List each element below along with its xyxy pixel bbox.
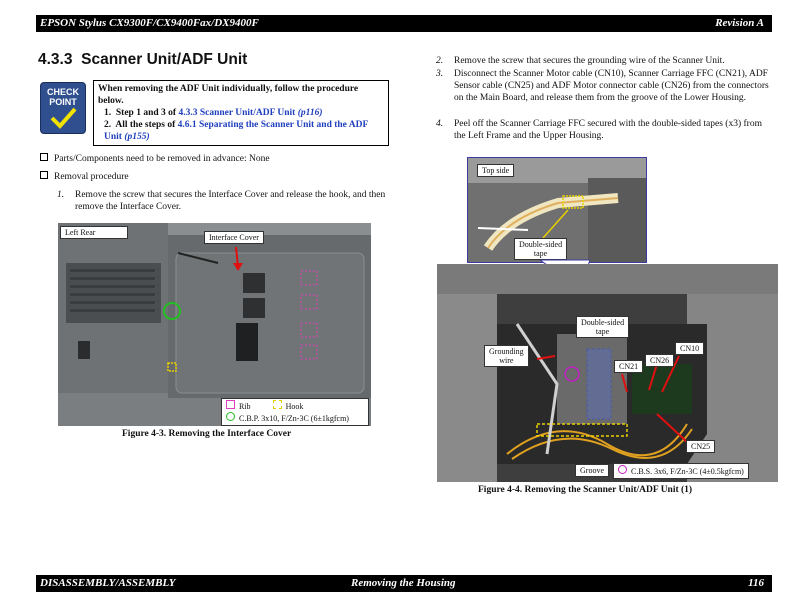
figure-4-4-caption: Figure 4-4. Removing the Scanner Unit/AD… [478, 485, 693, 495]
left-rear-label: Left Rear [60, 226, 128, 239]
link-separating-scanner[interactable]: 4.6.1 Separating the Scanner Unit and th… [104, 120, 368, 142]
section-name: Scanner Unit/ADF Unit [81, 51, 248, 68]
figure-4-4-inset-photo [467, 157, 647, 263]
groove-label: Groove [575, 464, 609, 477]
legend-screw: C.B.P. 3x10, F/Zn-3C (6±1kgfcm) [226, 412, 364, 424]
step-text: Peel off the Scanner Carriage FFC secure… [454, 119, 762, 141]
figure-4-4-legend: C.B.S. 3x6, F/Zn-3C (4±0.5kgfcm) [613, 463, 749, 479]
step-text: Remove the screw that secures the Interf… [75, 190, 386, 212]
figure-4-3-caption: Figure 4-3. Removing the Interface Cover [122, 429, 292, 439]
step-number: 2. [436, 56, 444, 66]
link-scanner-unit[interactable]: 4.3.3 Scanner Unit/ADF Unit [178, 108, 296, 118]
removal-title: Removal procedure [40, 171, 129, 183]
bullet-square-icon [40, 153, 48, 161]
page-footer: DISASSEMBLY/ASSEMBLY Removing the Housin… [36, 575, 772, 592]
step-number: 1. [57, 190, 65, 200]
figure-4-3-legend: Rib Hook C.B.P. 3x10, F/Zn-3C (6±1kgfcm) [221, 398, 369, 426]
legend-rib: Rib Hook [226, 400, 364, 412]
parts-line: Parts/Components need to be removed in a… [40, 153, 270, 165]
screw-swatch-icon [226, 412, 235, 421]
cn10-label: CN10 [675, 342, 705, 355]
footer-topic: Removing the Housing [351, 577, 456, 589]
cn26-label: CN26 [645, 354, 675, 367]
check-point-step: 1. Step 1 and 3 of 4.3.3 Scanner Unit/AD… [104, 108, 323, 118]
section-number: 4.3.3 [38, 51, 73, 68]
figure-4-3-photo [58, 223, 371, 426]
interface-cover-label: Interface Cover [204, 231, 264, 244]
hook-swatch-icon [272, 400, 282, 409]
cn21-label: CN21 [614, 360, 644, 373]
screw-swatch-icon [618, 465, 627, 474]
step-number: 3. [436, 69, 444, 79]
header-revision: Revision A [715, 17, 764, 29]
check-label: CHECK [46, 87, 79, 97]
check-point-intro: When removing the ADF Unit individually,… [98, 84, 359, 106]
checkmark-icon [50, 107, 77, 129]
step-text: Disconnect the Scanner Motor cable (CN10… [454, 69, 769, 103]
rib-swatch-icon [226, 400, 235, 409]
check-point-icon: CHECK POINT [40, 82, 86, 134]
footer-page-number: 116 [748, 577, 764, 589]
section-title: 4.3.3 Scanner Unit/ADF Unit [38, 51, 247, 69]
top-side-label: Top side [477, 164, 515, 177]
page-header: EPSON Stylus CX9300F/CX9400Fax/DX9400F R… [36, 15, 772, 32]
header-title: EPSON Stylus CX9300F/CX9400Fax/DX9400F [40, 17, 259, 29]
footer-section: DISASSEMBLY/ASSEMBLY [40, 577, 176, 589]
cn25-label: CN25 [686, 440, 716, 453]
figure-4-4-main-photo [437, 264, 778, 482]
bullet-square-icon [40, 171, 48, 179]
point-label: POINT [49, 97, 77, 107]
step-number: 4. [436, 119, 444, 129]
check-point-box: When removing the ADF Unit individually,… [93, 80, 389, 146]
step-text: Remove the screw that secures the ground… [454, 56, 725, 66]
check-point-step: 2. All the steps of 4.6.1 Separating the… [104, 120, 368, 142]
